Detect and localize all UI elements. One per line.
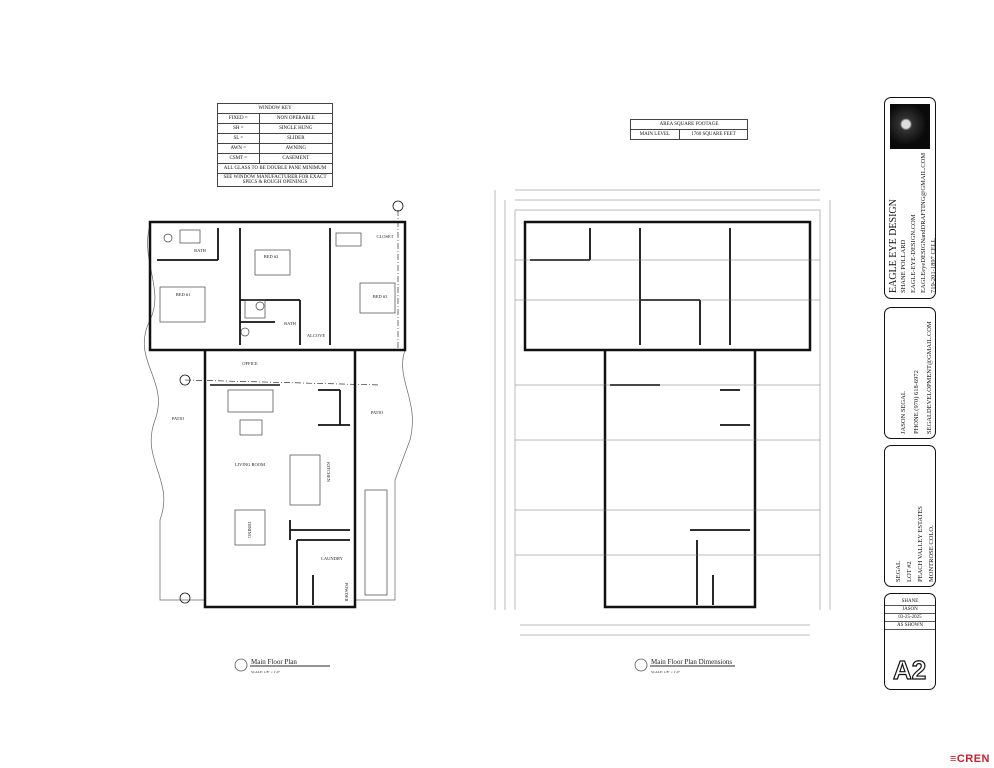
room-label-closet: CLOSET [376, 234, 393, 239]
room-label-bed3: BED #3 [373, 294, 388, 299]
cren-watermark-logo: ≡CREN [950, 753, 990, 765]
drawing-callout-icon [634, 658, 648, 672]
drawn-by: SHANE [885, 594, 935, 606]
room-label-powder: POWDER [344, 583, 349, 602]
room-label-dining: DINING [247, 522, 252, 539]
designer-phone: 719-201-1897 CELL [930, 238, 937, 293]
key-note: SEE WINDOW MANUFACTURER FOR EXACT SPECS … [217, 173, 333, 187]
drawing-callout-icon [234, 658, 248, 672]
dimension-plan-scale: SCALE: 1/8" = 1'-0" [651, 670, 681, 674]
window-key-table: WINDOW KEY FIXED =NON OPERABLE SH =SINGL… [217, 103, 334, 187]
dimension-plan [494, 189, 831, 636]
room-label-patio: PATIO [172, 416, 185, 421]
watermark-icon: ≡ [949, 753, 957, 765]
designer-email: EAGLEeyeDESIGNandDRAFTING@GMAIL.COM [920, 152, 927, 293]
project-lot: LOT #2 [906, 561, 913, 582]
sheet-number: A2 [892, 654, 927, 685]
company-name: EAGLE EYE DESIGN [888, 199, 899, 293]
room-label-bath: BATH [194, 248, 207, 253]
room-label-bed1: BED #1 [176, 292, 191, 297]
area-value: 1760 SQUARE FEET [678, 129, 749, 140]
project-subdivision: PEACH VALLEY ESTATES [917, 506, 924, 582]
client-name: JASON SEGAL [900, 391, 907, 434]
main-floor-plan [144, 200, 413, 609]
dimension-plan-title: Main Floor Plan Dimensions [651, 658, 732, 666]
client-block: JASON SEGAL PHONE (970) 618-6972 SEGALDE… [884, 307, 936, 439]
sheet-scale: AS SHOWN [885, 622, 935, 630]
room-label-patio: PATIO [371, 410, 384, 415]
room-label-kitchen: KITCHEN [326, 462, 331, 482]
designer-block: EAGLE EYE DESIGN SHANE POLLARD EAGLE-EYE… [884, 97, 937, 299]
plan-scale: SCALE: 1/8" = 1'-0" [251, 670, 281, 674]
sheet-block: SHANE JASON 03-25-2025 AS SHOWN A2 [884, 593, 936, 690]
room-label-laundry: LAUNDRY [321, 556, 344, 561]
checked-by: JASON [885, 606, 935, 614]
project-block: SEGAL LOT #2 PEACH VALLEY ESTATES MONTRO… [884, 445, 936, 587]
room-label-bed2: BED #2 [264, 254, 279, 259]
project-name: SEGAL [895, 561, 902, 582]
plan-title: Main Floor Plan [251, 658, 297, 666]
client-phone: PHONE (970) 618-6972 [913, 370, 920, 434]
eagle-logo-image [890, 104, 930, 149]
designer-name: SHANE POLLARD [900, 239, 907, 293]
room-label-bath: BATH [284, 321, 297, 326]
room-label-office: OFFICE [242, 361, 258, 366]
designer-website: EAGLE-EYE-DESIGN.COM [910, 214, 917, 293]
watermark-text: CREN [956, 753, 990, 765]
client-email: SEGALDEVELOPMENT@GMAIL.COM [926, 321, 933, 434]
sheet-date: 03-25-2025 [885, 614, 935, 622]
room-label-living-room: LIVING ROOM [235, 462, 265, 467]
project-location: MONTROSE COLO. [928, 525, 935, 582]
room-label-alcove: ALCOVE [307, 333, 325, 338]
